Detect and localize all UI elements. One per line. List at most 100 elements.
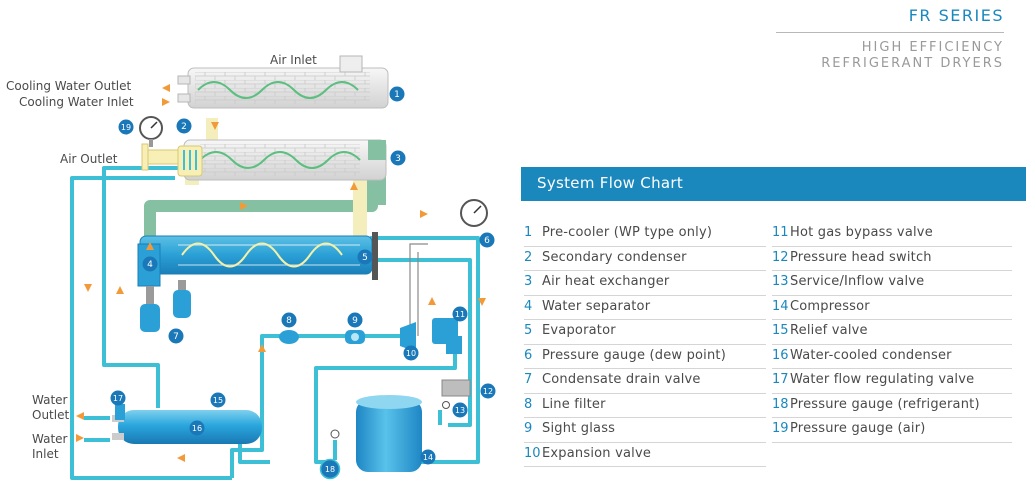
- legend-label: Pressure gauge (air): [790, 421, 926, 436]
- flow-arrows: [76, 84, 486, 462]
- legend-num: 5: [524, 323, 533, 338]
- marker-label: 6: [484, 236, 490, 246]
- pre-cooler: [177, 55, 389, 109]
- marker-16: 16: [189, 420, 205, 436]
- subtitle-line-2: REFRIGERANT DRYERS: [821, 56, 1004, 71]
- pressure-gauge-refrigerant: [330, 429, 340, 439]
- legend-num: 8: [524, 396, 533, 412]
- marker-5: 5: [357, 249, 373, 265]
- pressure-gauge-air: [139, 116, 163, 147]
- legend-item: 13Service/Inflow valve: [772, 271, 1012, 296]
- air-heat-exchanger: [141, 139, 387, 181]
- compressor: [356, 395, 422, 472]
- marker-1: 1: [389, 86, 405, 102]
- pressure-gauge-dew-point: [460, 199, 488, 227]
- marker-4: 4: [142, 256, 158, 272]
- marker-label: 14: [423, 453, 433, 462]
- marker-label: 13: [455, 406, 465, 415]
- condensate-drain-valve: [140, 280, 191, 332]
- marker-9: 9: [347, 312, 363, 328]
- marker-13: 13: [452, 402, 468, 418]
- legend-num: 2: [524, 249, 533, 265]
- legend-label: Air heat exchanger: [542, 274, 670, 289]
- expansion-valve: [400, 322, 416, 352]
- label-air-outlet: Air Outlet: [60, 152, 118, 166]
- legend-num: 3: [524, 274, 533, 289]
- legend-label: Expansion valve: [542, 445, 652, 461]
- label-water-inlet-2: Inlet: [32, 447, 59, 461]
- marker-17: 17: [110, 390, 126, 406]
- legend-num: 17: [772, 372, 789, 387]
- legend-label: Service/Inflow valve: [790, 274, 925, 289]
- capillary-lines: [409, 243, 428, 336]
- legend-label: Line filter: [542, 396, 606, 412]
- marker-3: 3: [390, 150, 406, 166]
- sight-glass: [345, 330, 365, 344]
- legend-label: Water flow regulating valve: [790, 372, 975, 387]
- legend-num: 11: [772, 225, 789, 240]
- legend-label: Sight glass: [542, 421, 616, 436]
- legend-label: Relief valve: [790, 323, 868, 338]
- legend-num: 16: [772, 347, 789, 363]
- label-cooling-water-outlet: Cooling Water Outlet: [6, 79, 132, 93]
- legend-item: 19Pressure gauge (air): [772, 418, 1012, 443]
- marker-18: 18: [319, 458, 341, 480]
- marker-label: 3: [395, 154, 401, 164]
- marker-label: 10: [406, 349, 416, 358]
- legend-num: 6: [524, 347, 533, 363]
- label-air-inlet: Air Inlet: [270, 53, 317, 67]
- legend-num: 19: [772, 421, 789, 436]
- legend-num: 18: [772, 396, 789, 412]
- marker-label: 1: [394, 90, 400, 100]
- legend-label: Water separator: [542, 298, 651, 314]
- water-flow-regulating-valve: [115, 404, 125, 420]
- air-lines: [144, 118, 386, 244]
- refrigerant-lines: [70, 166, 480, 480]
- legend-item: 14Compressor: [772, 296, 1012, 320]
- legend-num: 14: [772, 298, 789, 314]
- legend-num: 10: [524, 445, 541, 461]
- marker-2: 2: [176, 118, 192, 134]
- marker-7: 7: [168, 328, 184, 344]
- marker-label: 16: [192, 424, 202, 433]
- legend-item: 3 Air heat exchanger: [524, 271, 766, 296]
- marker-8: 8: [281, 312, 297, 328]
- marker-label: 12: [483, 387, 493, 396]
- evaporator: [137, 232, 378, 287]
- hot-gas-bypass-valve: [432, 318, 462, 354]
- label-water-outlet-2: Outlet: [32, 408, 69, 422]
- marker-12: 12: [480, 383, 496, 399]
- marker-label: 15: [213, 396, 223, 405]
- label-water-outlet-1: Water: [32, 393, 68, 407]
- legend-num: 15: [772, 323, 789, 338]
- label-cooling-water-inlet: Cooling Water Inlet: [19, 95, 134, 109]
- legend-label: Pre-cooler (WP type only): [542, 225, 713, 240]
- marker-label: 9: [352, 316, 358, 326]
- marker-label: 11: [455, 310, 465, 319]
- legend-label: Compressor: [790, 298, 870, 314]
- marker-label: 4: [147, 260, 153, 270]
- legend-item: 15Relief valve: [772, 320, 1012, 345]
- marker-label: 19: [121, 123, 131, 132]
- legend-num: 13: [772, 274, 789, 289]
- legend-num: 12: [772, 249, 789, 265]
- marker-14: 14: [420, 449, 436, 465]
- legend-item: 11Hot gas bypass valve: [772, 222, 1012, 247]
- legend-right: 11Hot gas bypass valve 12Pressure head s…: [772, 222, 1012, 443]
- legend-item: 10Expansion valve: [524, 443, 766, 467]
- legend-num: 9: [524, 421, 533, 436]
- marker-label: 7: [173, 332, 179, 342]
- legend-item: 18Pressure gauge (refrigerant): [772, 394, 1012, 418]
- legend-label: Water-cooled condenser: [790, 347, 952, 363]
- label-water-inlet-1: Water: [32, 432, 68, 446]
- marker-label: 2: [181, 122, 187, 132]
- marker-15: 15: [210, 392, 226, 408]
- legend-item: 9 Sight glass: [524, 418, 766, 443]
- chart-header: System Flow Chart: [521, 167, 1026, 201]
